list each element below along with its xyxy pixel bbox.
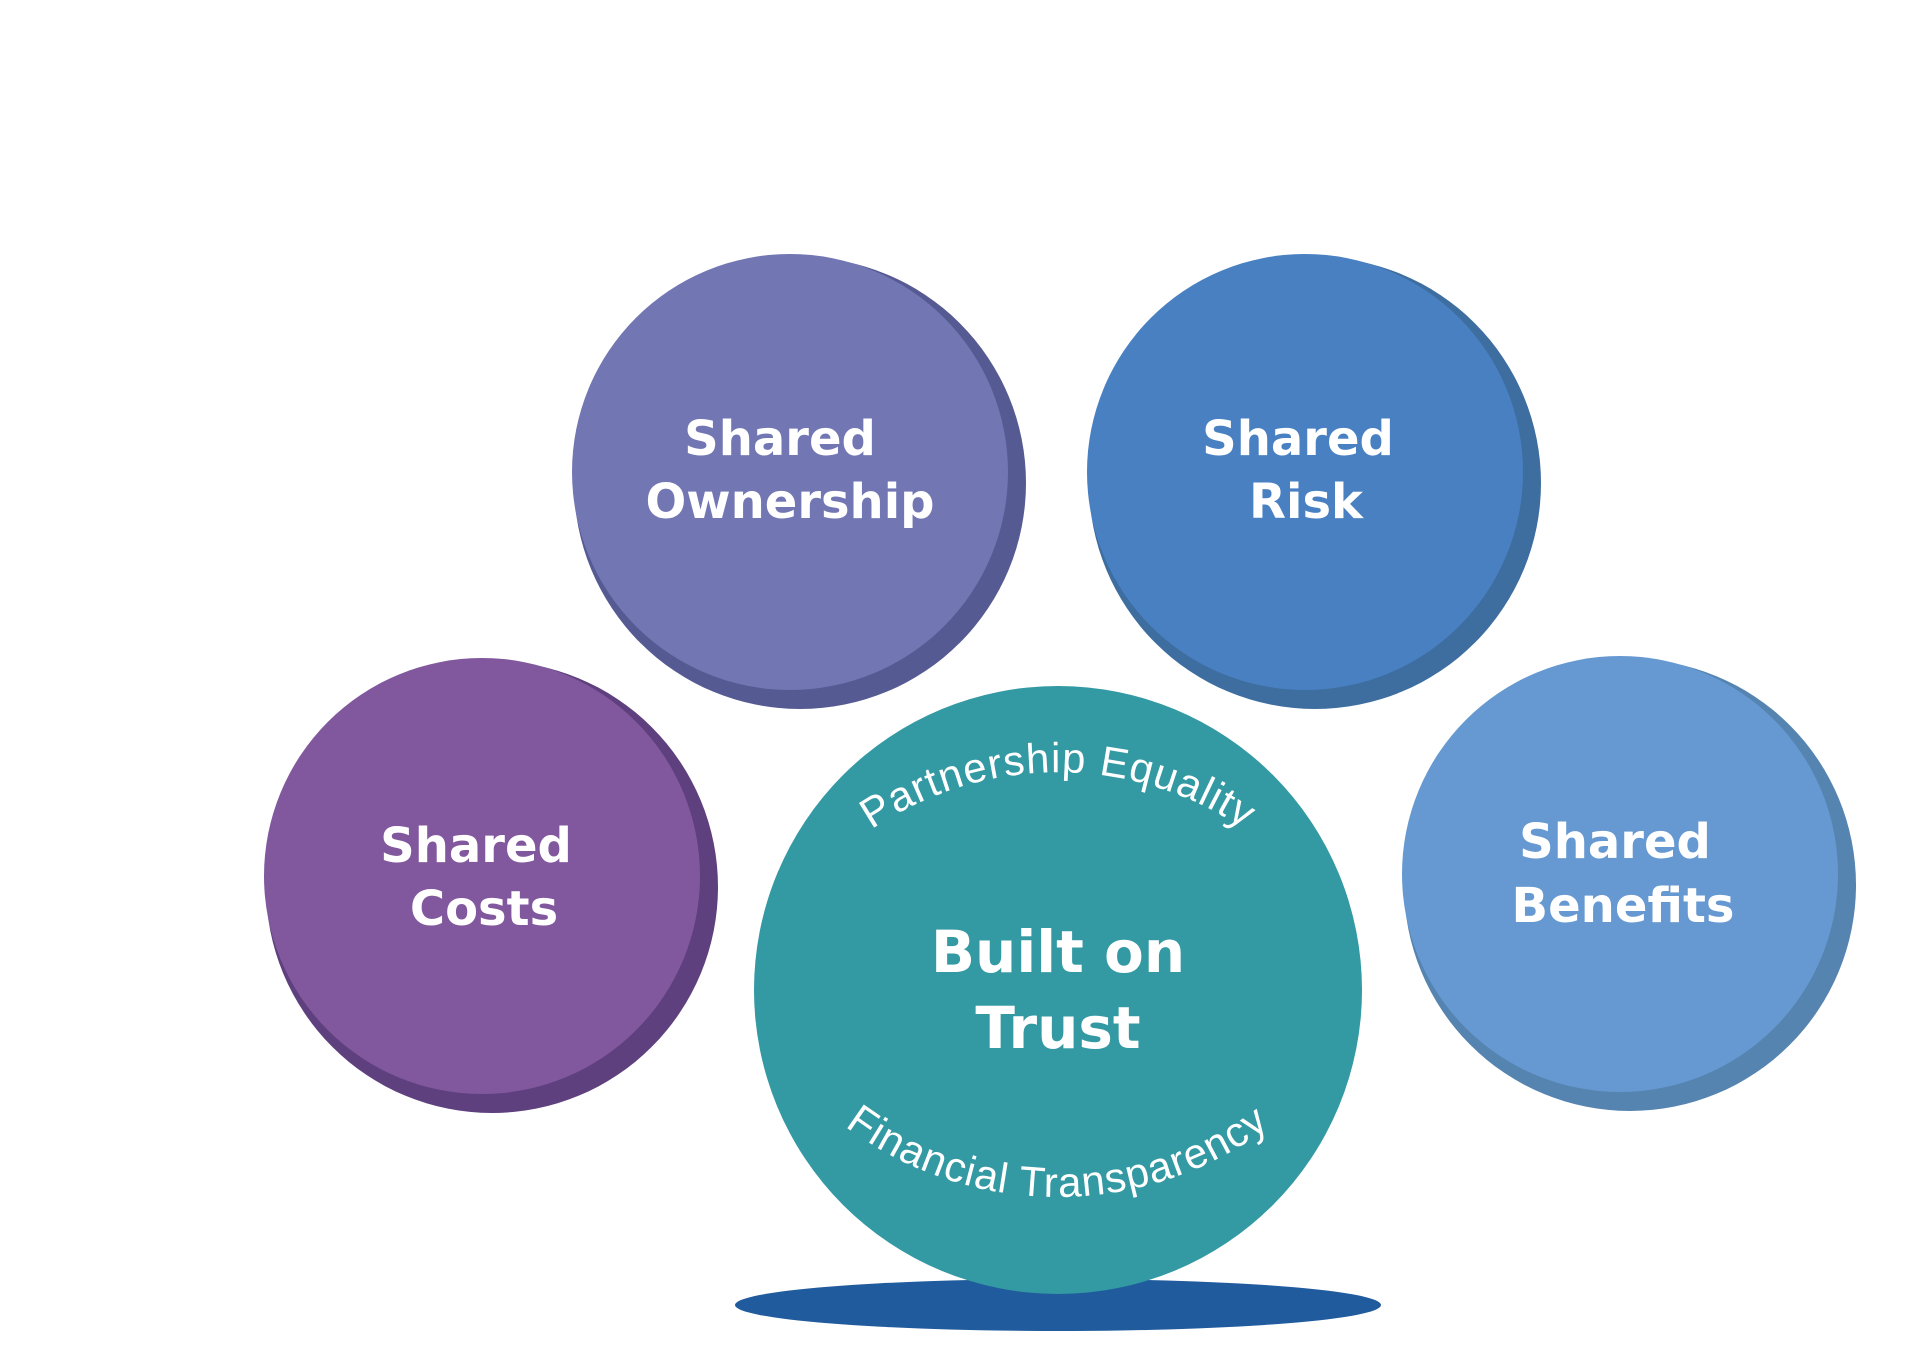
- base-shadow: [735, 1279, 1381, 1331]
- bubble-shared-ownership-line1: Shared: [684, 411, 876, 467]
- center-title-line2: Trust: [975, 994, 1140, 1062]
- bubble-shared-ownership: Shared Ownership: [572, 254, 1026, 709]
- center-title-line1: Built on: [931, 918, 1185, 986]
- bubble-shared-risk: Shared Risk: [1087, 254, 1541, 709]
- bubble-shared-costs: Shared Costs: [264, 658, 718, 1113]
- bubble-shared-risk-line1: Shared: [1202, 411, 1394, 467]
- bubble-shared-risk-line2: Risk: [1249, 474, 1364, 530]
- center-circle: Built on Trust Partnership Equality Fina…: [754, 686, 1362, 1294]
- bubble-shared-benefits-line2: Benefits: [1512, 878, 1735, 934]
- bubble-shared-benefits-line1: Shared: [1519, 814, 1711, 870]
- bubble-shared-costs-line2: Costs: [410, 881, 558, 937]
- bubble-shared-benefits: Shared Benefits: [1402, 656, 1856, 1111]
- bubble-shared-ownership-line2: Ownership: [645, 474, 934, 530]
- bubble-shared-costs-line1: Shared: [380, 818, 572, 874]
